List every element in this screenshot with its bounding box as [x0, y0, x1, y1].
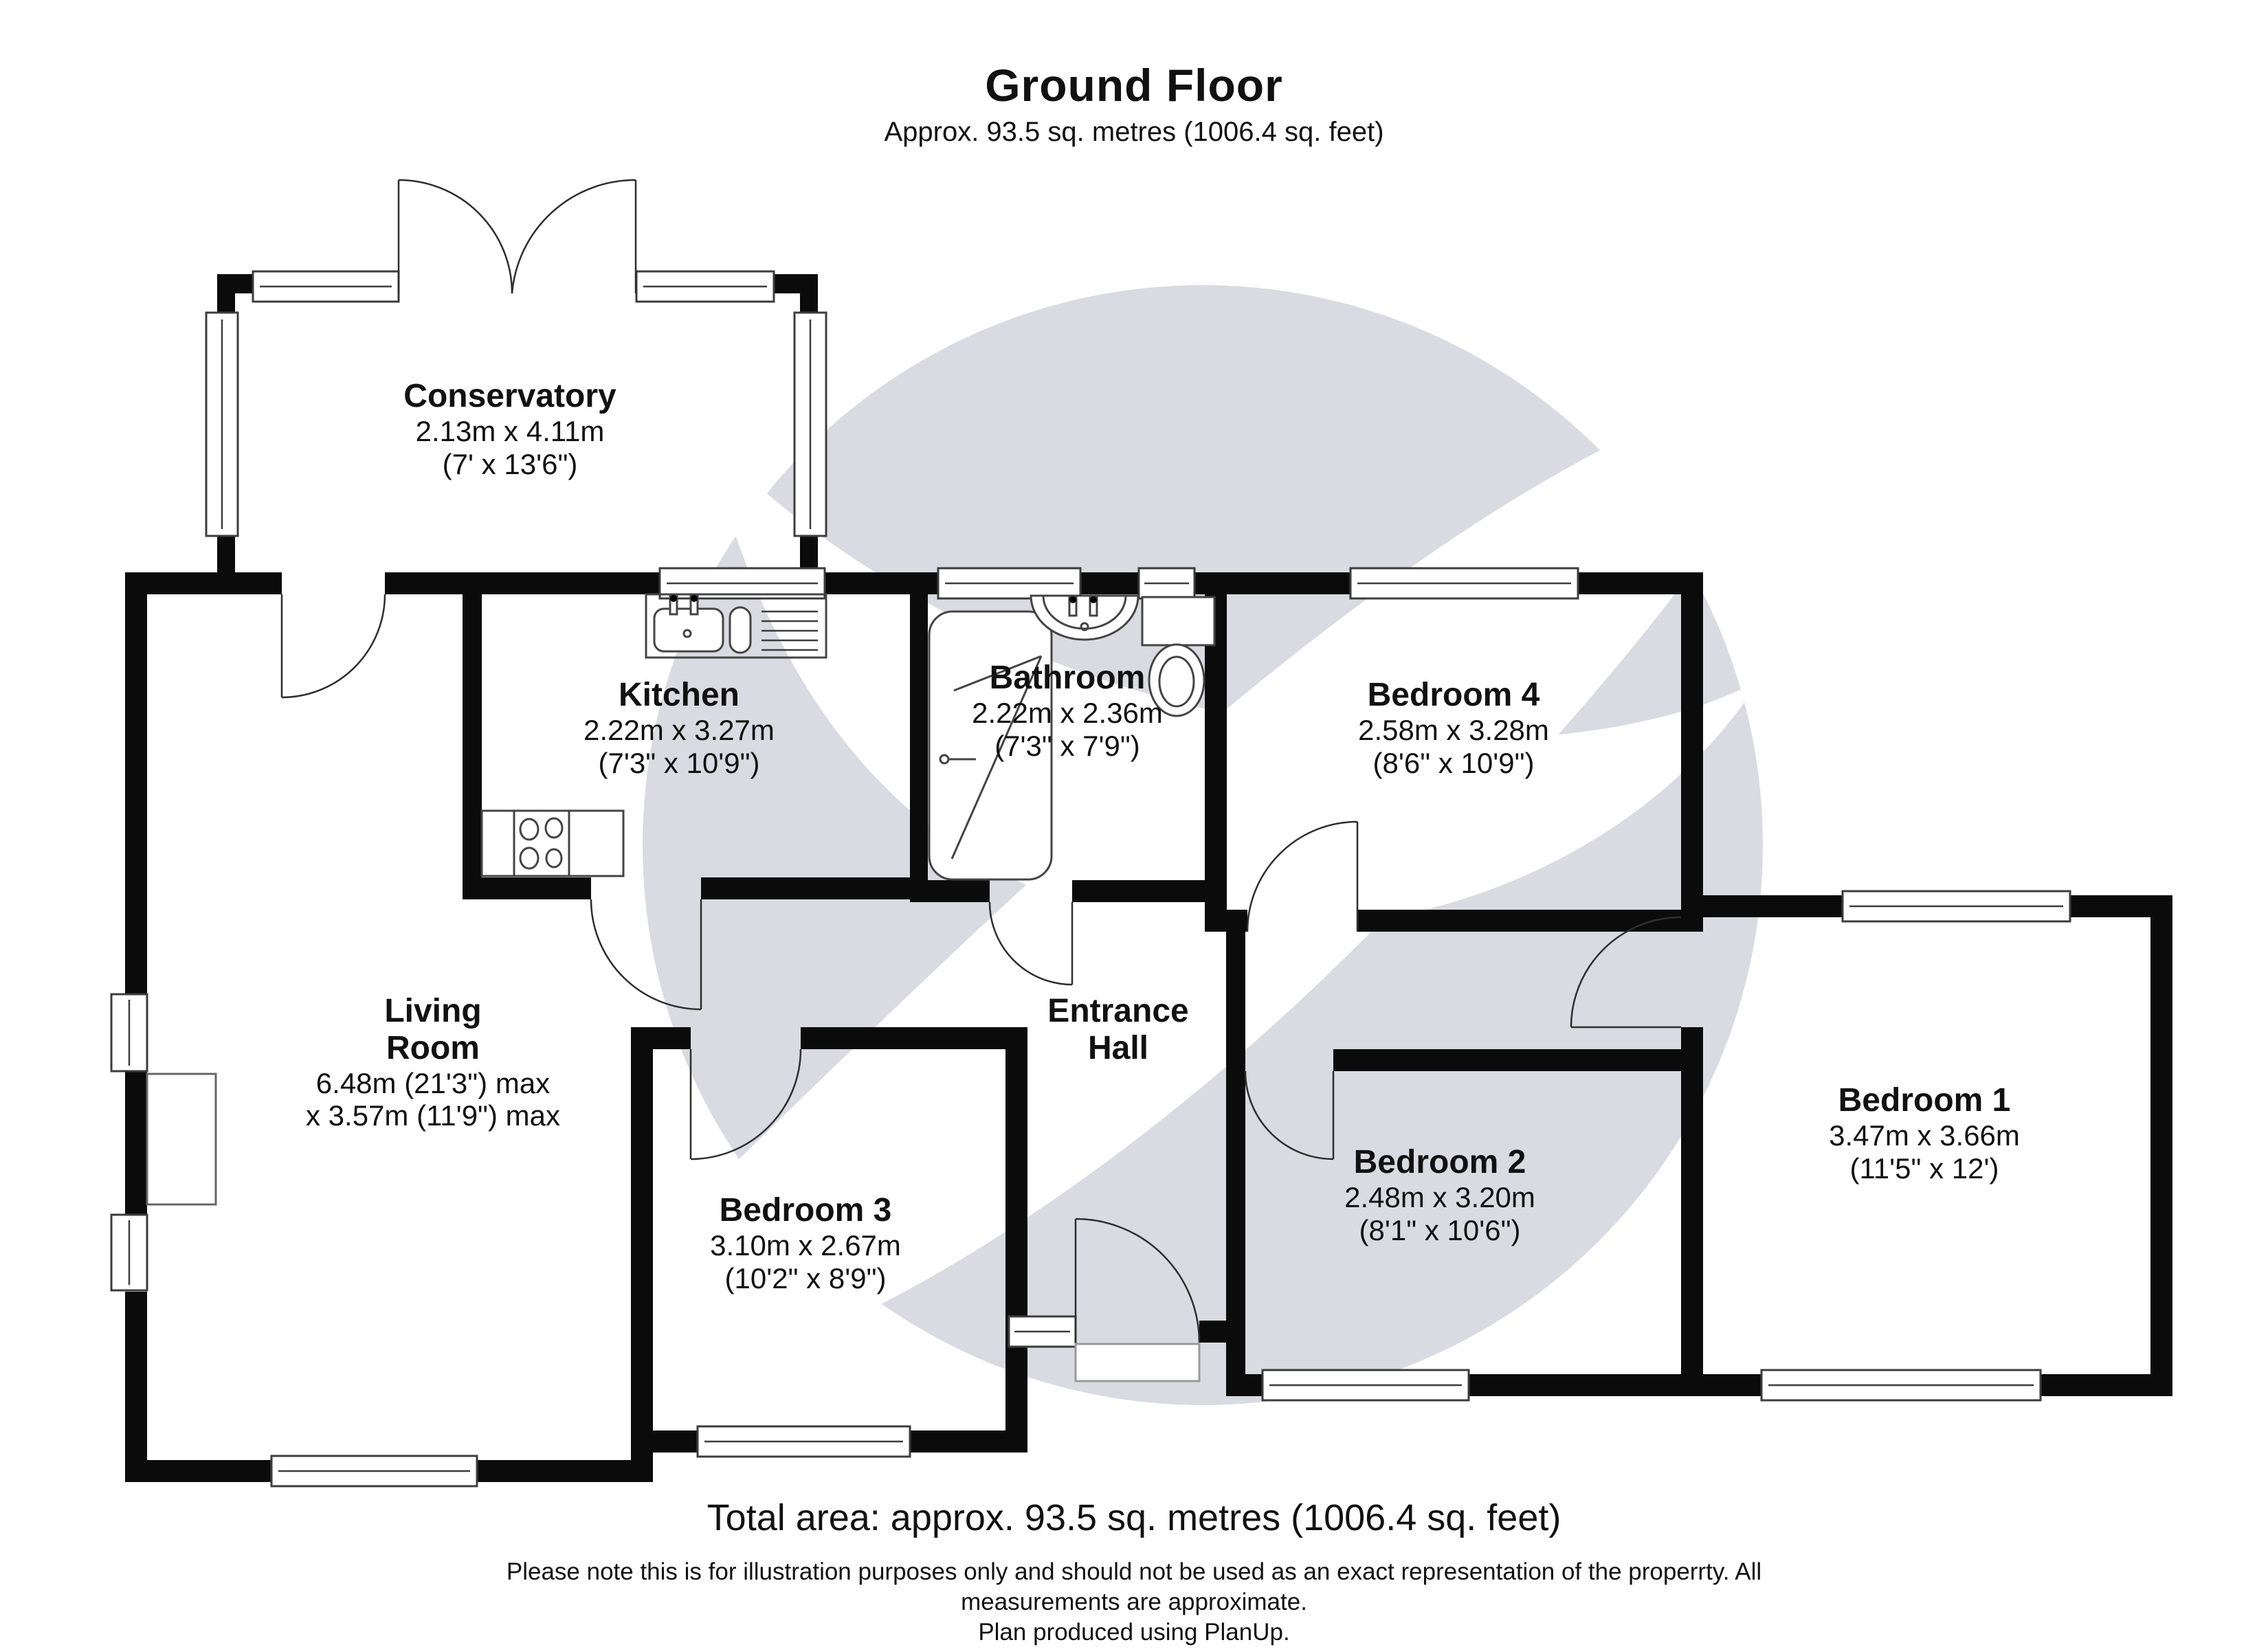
front-door-arc	[1074, 1218, 1201, 1343]
room-name: Bedroom 3	[719, 1192, 892, 1229]
room-dim-imperial: (10'2" x 8'9")	[724, 1261, 887, 1294]
room-name: Bathroom	[989, 660, 1146, 696]
doors	[280, 179, 1682, 1343]
room-dim-metric: 6.48m (21'3") max	[315, 1066, 551, 1099]
kitchen-sink	[645, 593, 827, 659]
window	[1760, 1369, 2042, 1402]
room-dim-metric: 3.10m x 2.67m	[710, 1229, 901, 1261]
room-name: Living Room	[384, 993, 482, 1066]
conservatory-living-door	[280, 594, 386, 699]
window	[110, 1213, 148, 1292]
bedroom4-door	[1246, 820, 1359, 932]
window	[270, 1455, 478, 1488]
chimney-breast	[146, 1073, 217, 1206]
room-name: Bedroom 1	[1838, 1082, 2011, 1119]
room-dim-imperial: x 3.57m (11'9") max	[306, 1099, 560, 1132]
cooker-hob	[480, 809, 625, 877]
total-area-text: Total area: approx. 93.5 sq. metres (100…	[707, 1497, 1561, 1538]
bathroom-door	[988, 901, 1074, 986]
room-label-entrance-hall: Entrance Hall	[981, 993, 1256, 1067]
room-dim-metric: 2.58m x 3.28m	[1358, 713, 1549, 746]
room-name: Entrance Hall	[1047, 993, 1189, 1066]
window	[1137, 567, 1196, 600]
window	[1841, 890, 2071, 923]
window	[793, 311, 827, 537]
window	[110, 993, 148, 1073]
room-label-bedroom4: Bedroom 4 2.58m x 3.28m (8'6" x 10'9")	[1358, 677, 1549, 780]
toilet	[1141, 596, 1216, 717]
bedroom1-door	[1570, 916, 1682, 1029]
room-label-bedroom1: Bedroom 1 3.47m x 3.66m (11'5" x 12')	[1829, 1082, 2020, 1185]
room-label-bedroom2: Bedroom 2 2.48m x 3.20m (8'1" x 10'6")	[1344, 1144, 1535, 1247]
room-dim-imperial: (11'5" x 12')	[1849, 1152, 1999, 1185]
wash-basin	[1030, 594, 1139, 641]
window	[937, 567, 1082, 600]
window	[696, 1425, 911, 1458]
room-name: Kitchen	[618, 677, 740, 713]
room-dim-imperial: (7'3" x 7'9")	[994, 729, 1140, 762]
disclaimer-credit: Plan produced using PlanUp.	[978, 1619, 1290, 1646]
page-subtitle: Approx. 93.5 sq. metres (1006.4 sq. feet…	[884, 117, 1384, 147]
room-dim-metric: 3.47m x 3.66m	[1829, 1119, 2020, 1152]
room-dim-imperial: (8'1" x 10'6")	[1359, 1213, 1521, 1246]
room-label-kitchen: Kitchen 2.22m x 3.27m (7'3" x 10'9")	[583, 677, 775, 780]
room-name: Bedroom 2	[1353, 1144, 1526, 1180]
window	[205, 311, 239, 537]
room-dim-metric: 2.22m x 3.27m	[583, 713, 775, 746]
room-dim-imperial: (7'3" x 10'9")	[598, 746, 760, 779]
window	[252, 270, 400, 303]
room-label-conservatory: Conservatory 2.13m x 4.11m (7' x 13'6")	[403, 378, 616, 481]
windows	[110, 270, 2071, 1488]
room-dim-imperial: (8'6" x 10'9")	[1372, 746, 1535, 779]
bedroom2-door	[1244, 1070, 1335, 1160]
window	[1008, 1315, 1077, 1348]
room-dim-metric: 2.48m x 3.20m	[1344, 1180, 1535, 1213]
room-label-living-room: Living Room 6.48m (21'3") max x 3.57m (1…	[227, 993, 639, 1132]
front-door-step	[1074, 1343, 1201, 1382]
room-label-bathroom: Bathroom 2.22m x 2.36m (7'3" x 7'9")	[972, 660, 1163, 763]
room-label-bedroom3: Bedroom 3 3.10m x 2.67m (10'2" x 8'9")	[710, 1192, 901, 1295]
window	[1261, 1369, 1470, 1402]
room-dim-metric: 2.13m x 4.11m	[415, 414, 605, 447]
disclaimer-line-1: Please note this is for illustration pur…	[506, 1558, 1762, 1585]
room-dim-metric: 2.22m x 2.36m	[972, 696, 1163, 729]
room-name: Conservatory	[403, 378, 616, 414]
planup-watermark-logo	[643, 285, 1828, 1405]
bedroom3-door	[689, 1048, 802, 1160]
window	[635, 270, 775, 303]
room-dim-imperial: (7' x 13'6")	[442, 447, 578, 480]
conservatory-french-doors	[397, 179, 637, 294]
room-name: Bedroom 4	[1367, 677, 1540, 713]
window	[1349, 567, 1579, 600]
kitchen-door	[590, 899, 702, 1011]
disclaimer-line-2: measurements are approximate.	[961, 1589, 1307, 1615]
bathtub-shower	[928, 610, 1053, 881]
page-title: Ground Floor	[985, 60, 1283, 111]
fixtures	[146, 593, 1216, 1382]
